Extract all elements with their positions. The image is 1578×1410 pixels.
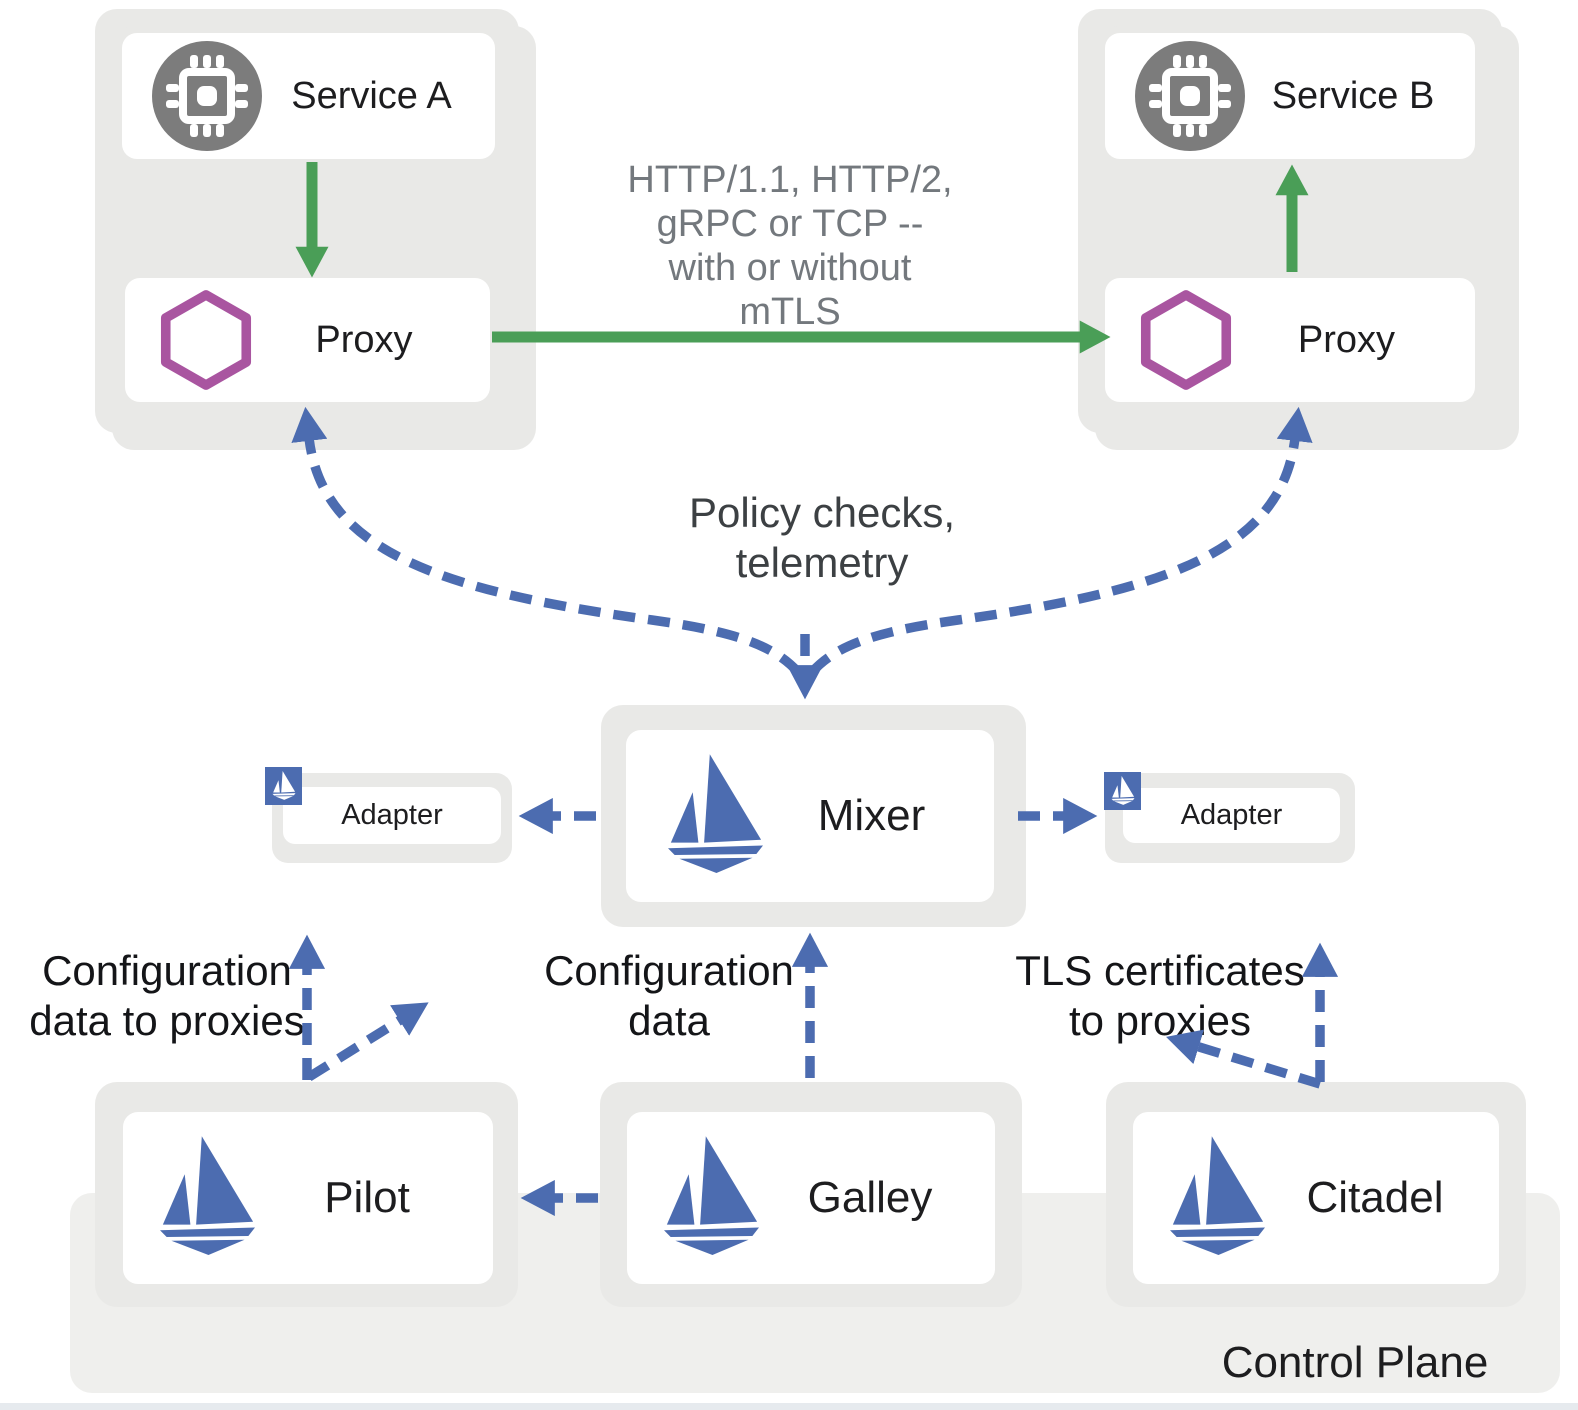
istio-sail-icon bbox=[160, 1136, 255, 1255]
page-bottom-edge bbox=[0, 1403, 1578, 1410]
hexagon-icon bbox=[160, 290, 252, 390]
hexagon-icon bbox=[1140, 290, 1232, 390]
istio-sail-icon bbox=[664, 1136, 759, 1255]
proxy-b-label: Proxy bbox=[1297, 318, 1396, 361]
adapter-right-badge bbox=[1104, 772, 1141, 810]
adapter-right-box: Adapter bbox=[1123, 788, 1340, 843]
adapter-right-label: Adapter bbox=[1180, 799, 1283, 831]
citadel-arrow-label: TLS certificates to proxies bbox=[1015, 947, 1305, 1044]
pilot-label: Pilot bbox=[324, 1173, 410, 1222]
chip-icon bbox=[152, 41, 262, 151]
galley-box: Galley bbox=[627, 1112, 995, 1284]
proxy-b-box: Proxy bbox=[1105, 278, 1475, 402]
control-plane-title: Control Plane bbox=[1221, 1338, 1489, 1387]
citadel-box: Citadel bbox=[1133, 1112, 1499, 1284]
pilot-box: Pilot bbox=[123, 1112, 493, 1284]
service-a-box: Service A bbox=[122, 33, 495, 159]
adapter-left-label: Adapter bbox=[341, 799, 443, 831]
mixer-label: Mixer bbox=[817, 791, 926, 840]
pilot-arrow-label: Configuration data to proxies bbox=[29, 947, 305, 1044]
proxy-a-label: Proxy bbox=[315, 318, 413, 361]
adapter-left-box: Adapter bbox=[283, 787, 501, 844]
adapter-left-badge bbox=[265, 767, 302, 805]
istio-sail-icon bbox=[271, 771, 296, 800]
citadel-label: Citadel bbox=[1306, 1173, 1444, 1222]
galley-arrow-label: Configuration data bbox=[544, 947, 794, 1044]
mixer-box: Mixer bbox=[626, 730, 994, 902]
arrow-citadel-diagonal bbox=[1166, 1029, 1322, 1089]
service-b-box: Service B bbox=[1105, 33, 1475, 159]
service-a-label: Service A bbox=[291, 74, 452, 117]
chip-icon bbox=[1135, 41, 1245, 151]
traffic-protocol-label: HTTP/1.1, HTTP/2, gRPC or TCP -- with or… bbox=[627, 159, 953, 333]
galley-label: Galley bbox=[807, 1173, 933, 1222]
istio-sail-icon bbox=[1170, 1136, 1265, 1255]
istio-sail-icon bbox=[1110, 776, 1135, 805]
service-b-label: Service B bbox=[1271, 74, 1435, 117]
policy-telemetry-label: Policy checks, telemetry bbox=[688, 489, 956, 586]
istio-sail-icon bbox=[668, 754, 763, 873]
proxy-a-box: Proxy bbox=[125, 278, 490, 402]
